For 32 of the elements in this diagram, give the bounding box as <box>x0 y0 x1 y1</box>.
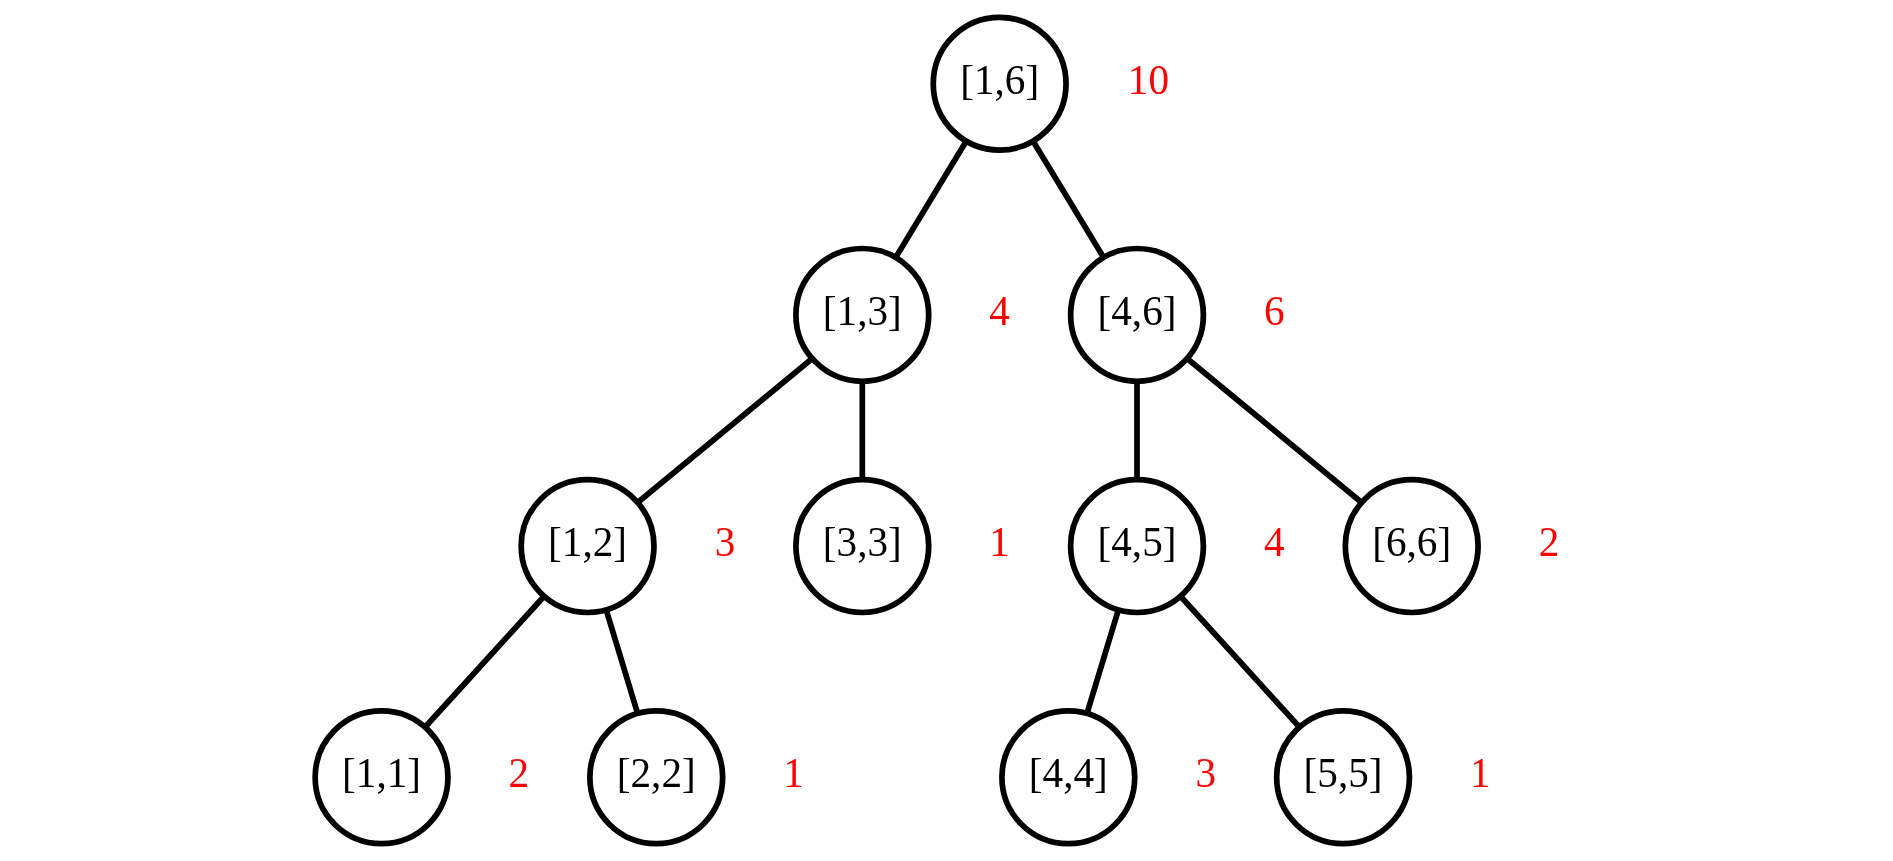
node-label: 2 <box>508 750 529 797</box>
node-circle: [2,2] <box>586 708 725 847</box>
node-label: 1 <box>988 519 1010 566</box>
connector <box>603 609 640 714</box>
node-label: 4 <box>988 287 1010 334</box>
connector <box>422 594 546 729</box>
node-circle: [1,6] <box>929 14 1069 153</box>
node-label: 1 <box>782 750 804 797</box>
connector <box>636 356 814 504</box>
connector <box>1178 594 1302 729</box>
node-label: 1 <box>1469 750 1491 797</box>
connector <box>893 139 968 259</box>
node-circle: [4,4] <box>998 708 1138 847</box>
node-circle: [1,3] <box>792 245 932 385</box>
node-circle: [4,6] <box>1067 245 1206 385</box>
node-circle: [6,6] <box>1342 476 1481 616</box>
node-label: 6 <box>1263 287 1285 334</box>
node-circle: [1,2] <box>517 476 657 616</box>
node-circle: [4,5] <box>1067 476 1206 616</box>
node-label: 3 <box>1194 750 1216 797</box>
node-label: 10 <box>1127 56 1169 103</box>
node-label: 2 <box>1538 519 1559 566</box>
node-circle: [1,1] <box>311 708 451 847</box>
connector <box>1083 609 1121 714</box>
node-circle: [3,3] <box>792 476 932 616</box>
connector <box>1133 381 1140 480</box>
connector <box>1030 139 1106 259</box>
node-label: 4 <box>1263 519 1285 566</box>
node-circle: [5,5] <box>1273 708 1412 847</box>
node-label: 3 <box>714 519 735 566</box>
connector <box>858 381 865 480</box>
connector <box>1185 356 1363 504</box>
